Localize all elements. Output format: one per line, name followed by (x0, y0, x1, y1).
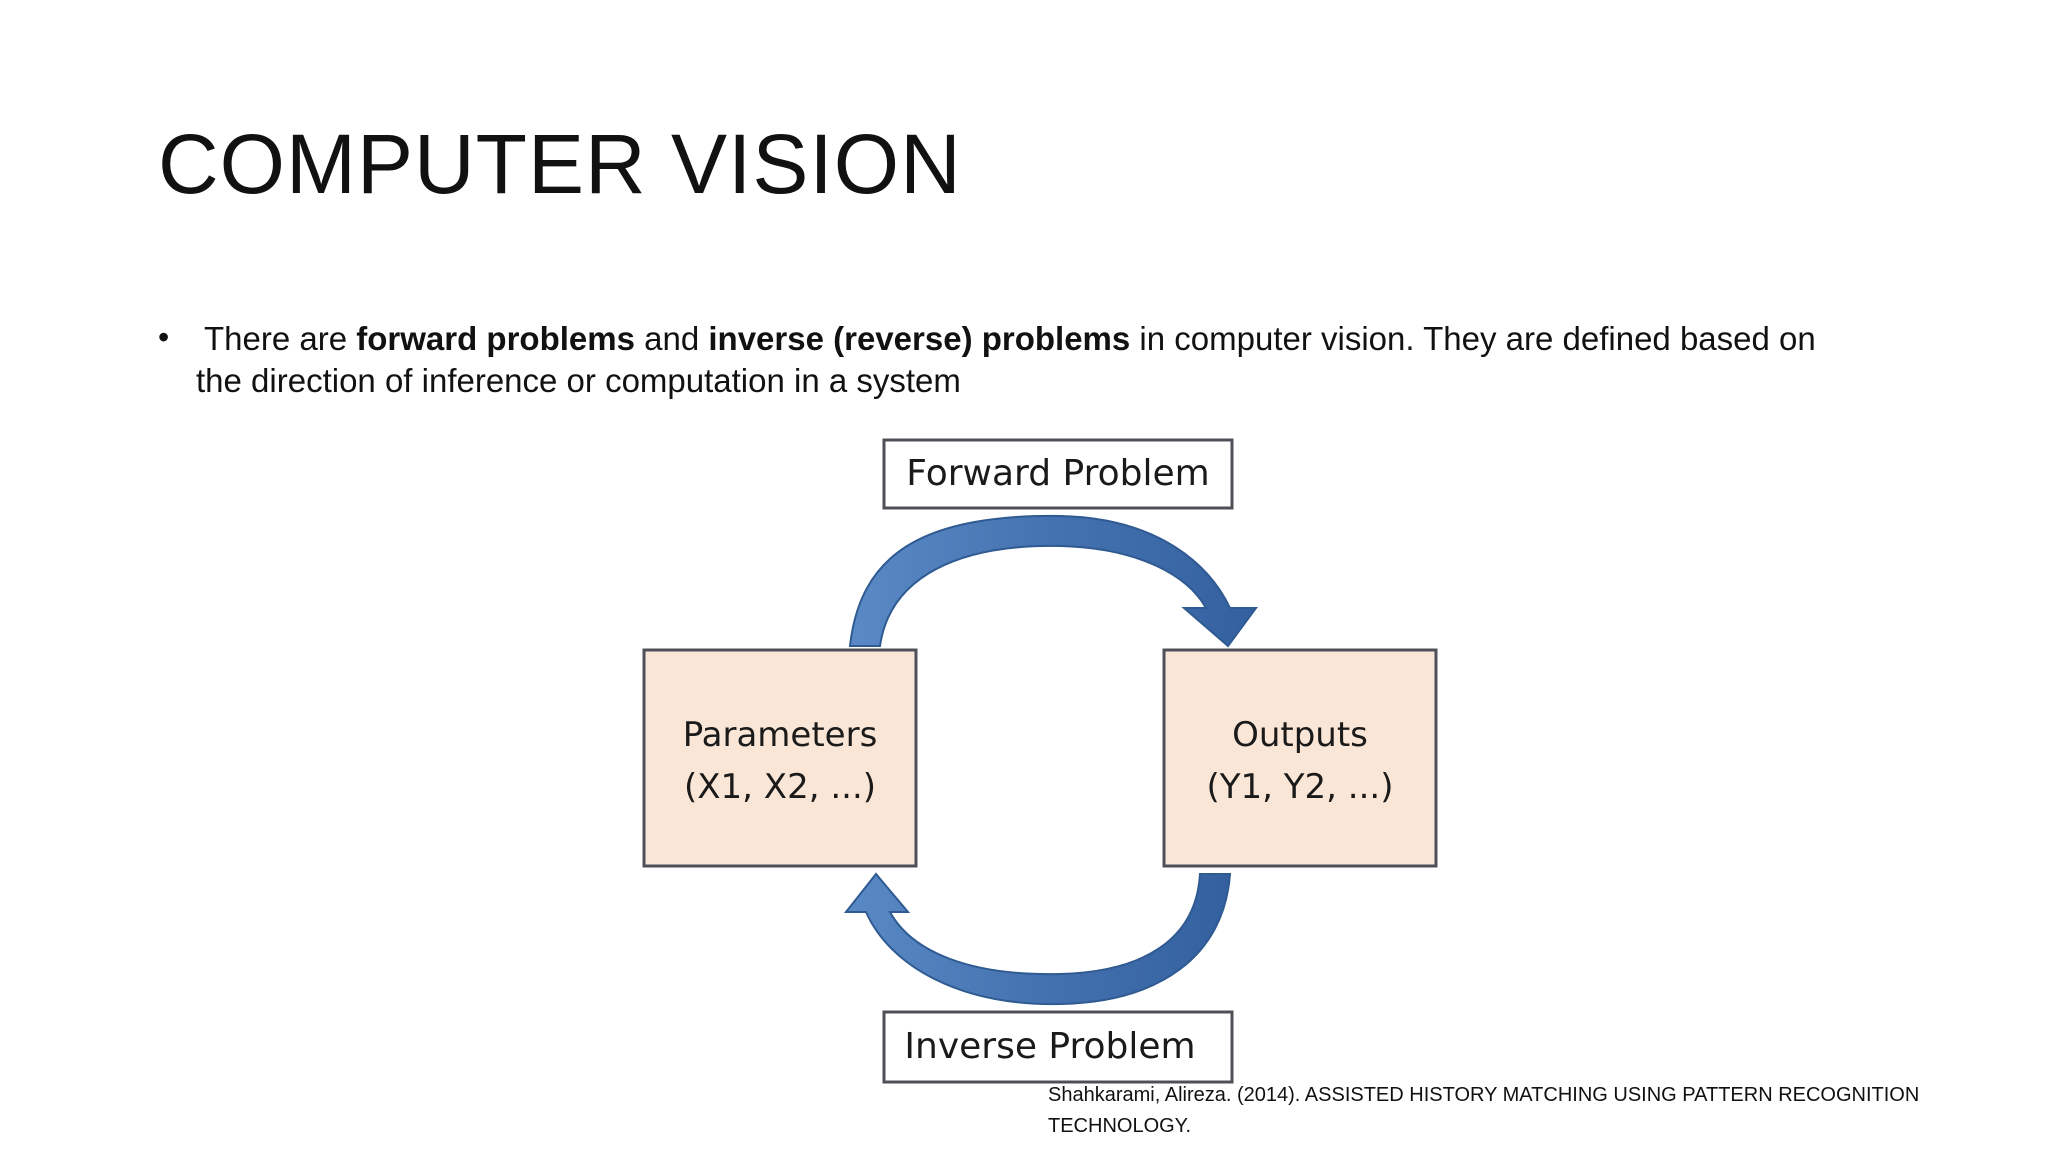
bullet-point: • There are forward problems and inverse… (158, 318, 1938, 402)
bullet-text-part-3: in computer vision. They are defined bas… (1130, 320, 1816, 357)
forward-inverse-diagram: Forward Problem Parameters (X1, X2, ...)… (642, 438, 1438, 1084)
bullet-bold-inverse: inverse (reverse) problems (708, 320, 1131, 357)
bullet-line-2: the direction of inference or computatio… (196, 362, 961, 399)
bullet-text-part-1: There are (204, 320, 357, 357)
parameters-label: Parameters (683, 715, 878, 755)
bullet-bold-forward: forward problems (356, 320, 635, 357)
outputs-box (1162, 648, 1438, 868)
outputs-vars: (Y1, Y2, ...) (1207, 767, 1394, 807)
citation: Shahkarami, Alireza. (2014). ASSISTED HI… (1048, 1084, 1920, 1137)
forward-arrow (848, 514, 1258, 648)
parameters-vars: (X1, X2, ...) (684, 767, 876, 807)
forward-problem-label-box (882, 438, 1234, 510)
bullet-line-1: There are forward problems and inverse (… (196, 318, 1938, 360)
parameters-box (642, 648, 918, 868)
bullet-text-part-2: and (634, 320, 709, 357)
inverse-problem-label-box (882, 1010, 1234, 1084)
slide-title: COMPUTER VISION (158, 117, 962, 211)
forward-problem-label: Forward Problem (906, 453, 1209, 494)
inverse-arrow (843, 872, 1232, 1006)
bullet-marker: • (158, 319, 170, 355)
outputs-label: Outputs (1232, 715, 1368, 755)
bullet-text: There are forward problems and inverse (… (158, 318, 1938, 402)
inverse-problem-label: Inverse Problem (904, 1026, 1195, 1067)
